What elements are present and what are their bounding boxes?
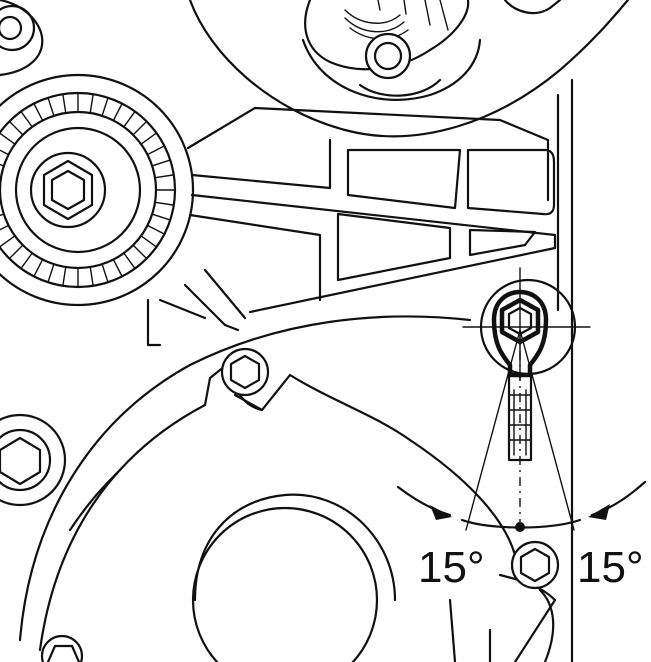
- pulley-tooth: [141, 132, 157, 145]
- pulley-tooth: [155, 174, 174, 179]
- pulley-tooth: [133, 121, 147, 135]
- cover-bolt-left: [0, 413, 67, 507]
- pulley-tooth: [0, 163, 4, 167]
- angle-indicator: [396, 329, 647, 532]
- pulley-tooth: [33, 103, 43, 121]
- crank-pulley: [188, 0, 630, 138]
- wrench-hex-socket: [499, 297, 541, 345]
- pulley-tooth: [89, 267, 94, 286]
- pulley-tooth: [0, 213, 4, 217]
- cover-bolt-top: [220, 347, 270, 397]
- pulley-tooth: [0, 149, 9, 155]
- timing-cover: [18, 315, 557, 662]
- pulley-teeth: [0, 93, 175, 287]
- bracket-window-3: [336, 212, 452, 282]
- idler-pulley-top: [0, 0, 44, 77]
- left-arrow-arc: [396, 485, 452, 517]
- bracket-window-1: [346, 148, 462, 210]
- pulley-tooth: [33, 259, 43, 277]
- pulley-tooth: [152, 213, 171, 221]
- tensioner-hex-nut: [42, 159, 94, 221]
- pulley-tooth: [101, 97, 109, 116]
- angle-label-right: 15°: [577, 543, 644, 592]
- cover-bolt-bottom: [510, 540, 560, 590]
- pulley-tooth: [133, 245, 147, 259]
- angle-label-left: 15°: [418, 543, 485, 592]
- pulley-bolt-inner: [373, 41, 403, 71]
- pulley-tooth: [113, 103, 123, 121]
- pulley-tooth: [101, 264, 109, 282]
- pulley-tooth: [47, 264, 55, 282]
- angle-line-left: [465, 329, 521, 531]
- pulley-tooth: [141, 235, 157, 248]
- pulley-tooth: [0, 235, 15, 248]
- pulley-tooth: [20, 253, 33, 269]
- left-arrowhead: [430, 505, 452, 520]
- pulley-tooth: [123, 111, 136, 127]
- pulley-tooth: [62, 94, 67, 113]
- pulley-tooth: [147, 225, 165, 235]
- pulley-tooth: [152, 159, 171, 167]
- mounting-bracket: [146, 78, 574, 662]
- pulley-tooth: [47, 97, 55, 116]
- crankshaft-bore: [191, 506, 379, 662]
- pulley-tooth: [123, 253, 136, 269]
- pulley-tooth: [20, 111, 33, 127]
- angle-line-right: [519, 329, 575, 531]
- pulley-hub-grooves: [344, 0, 449, 40]
- pulley-tooth: [147, 145, 165, 155]
- pulley-tooth: [89, 94, 94, 113]
- angle-vertex-dot: [515, 522, 525, 532]
- pulley-tooth: [113, 259, 123, 277]
- pulley-tooth: [9, 121, 23, 135]
- bracket-window-4: [468, 228, 537, 257]
- pulley-tooth: [0, 225, 9, 231]
- pulley-tooth: [9, 245, 23, 259]
- right-arrowhead: [588, 504, 610, 520]
- bracket-window-2: [466, 148, 556, 216]
- belt-tensioner-pulley: [0, 73, 195, 307]
- cover-bolt-bottom-left: [40, 634, 84, 662]
- pulley-tooth: [155, 201, 174, 206]
- pulley-tooth: [0, 132, 15, 145]
- pulley-tooth: [62, 267, 67, 286]
